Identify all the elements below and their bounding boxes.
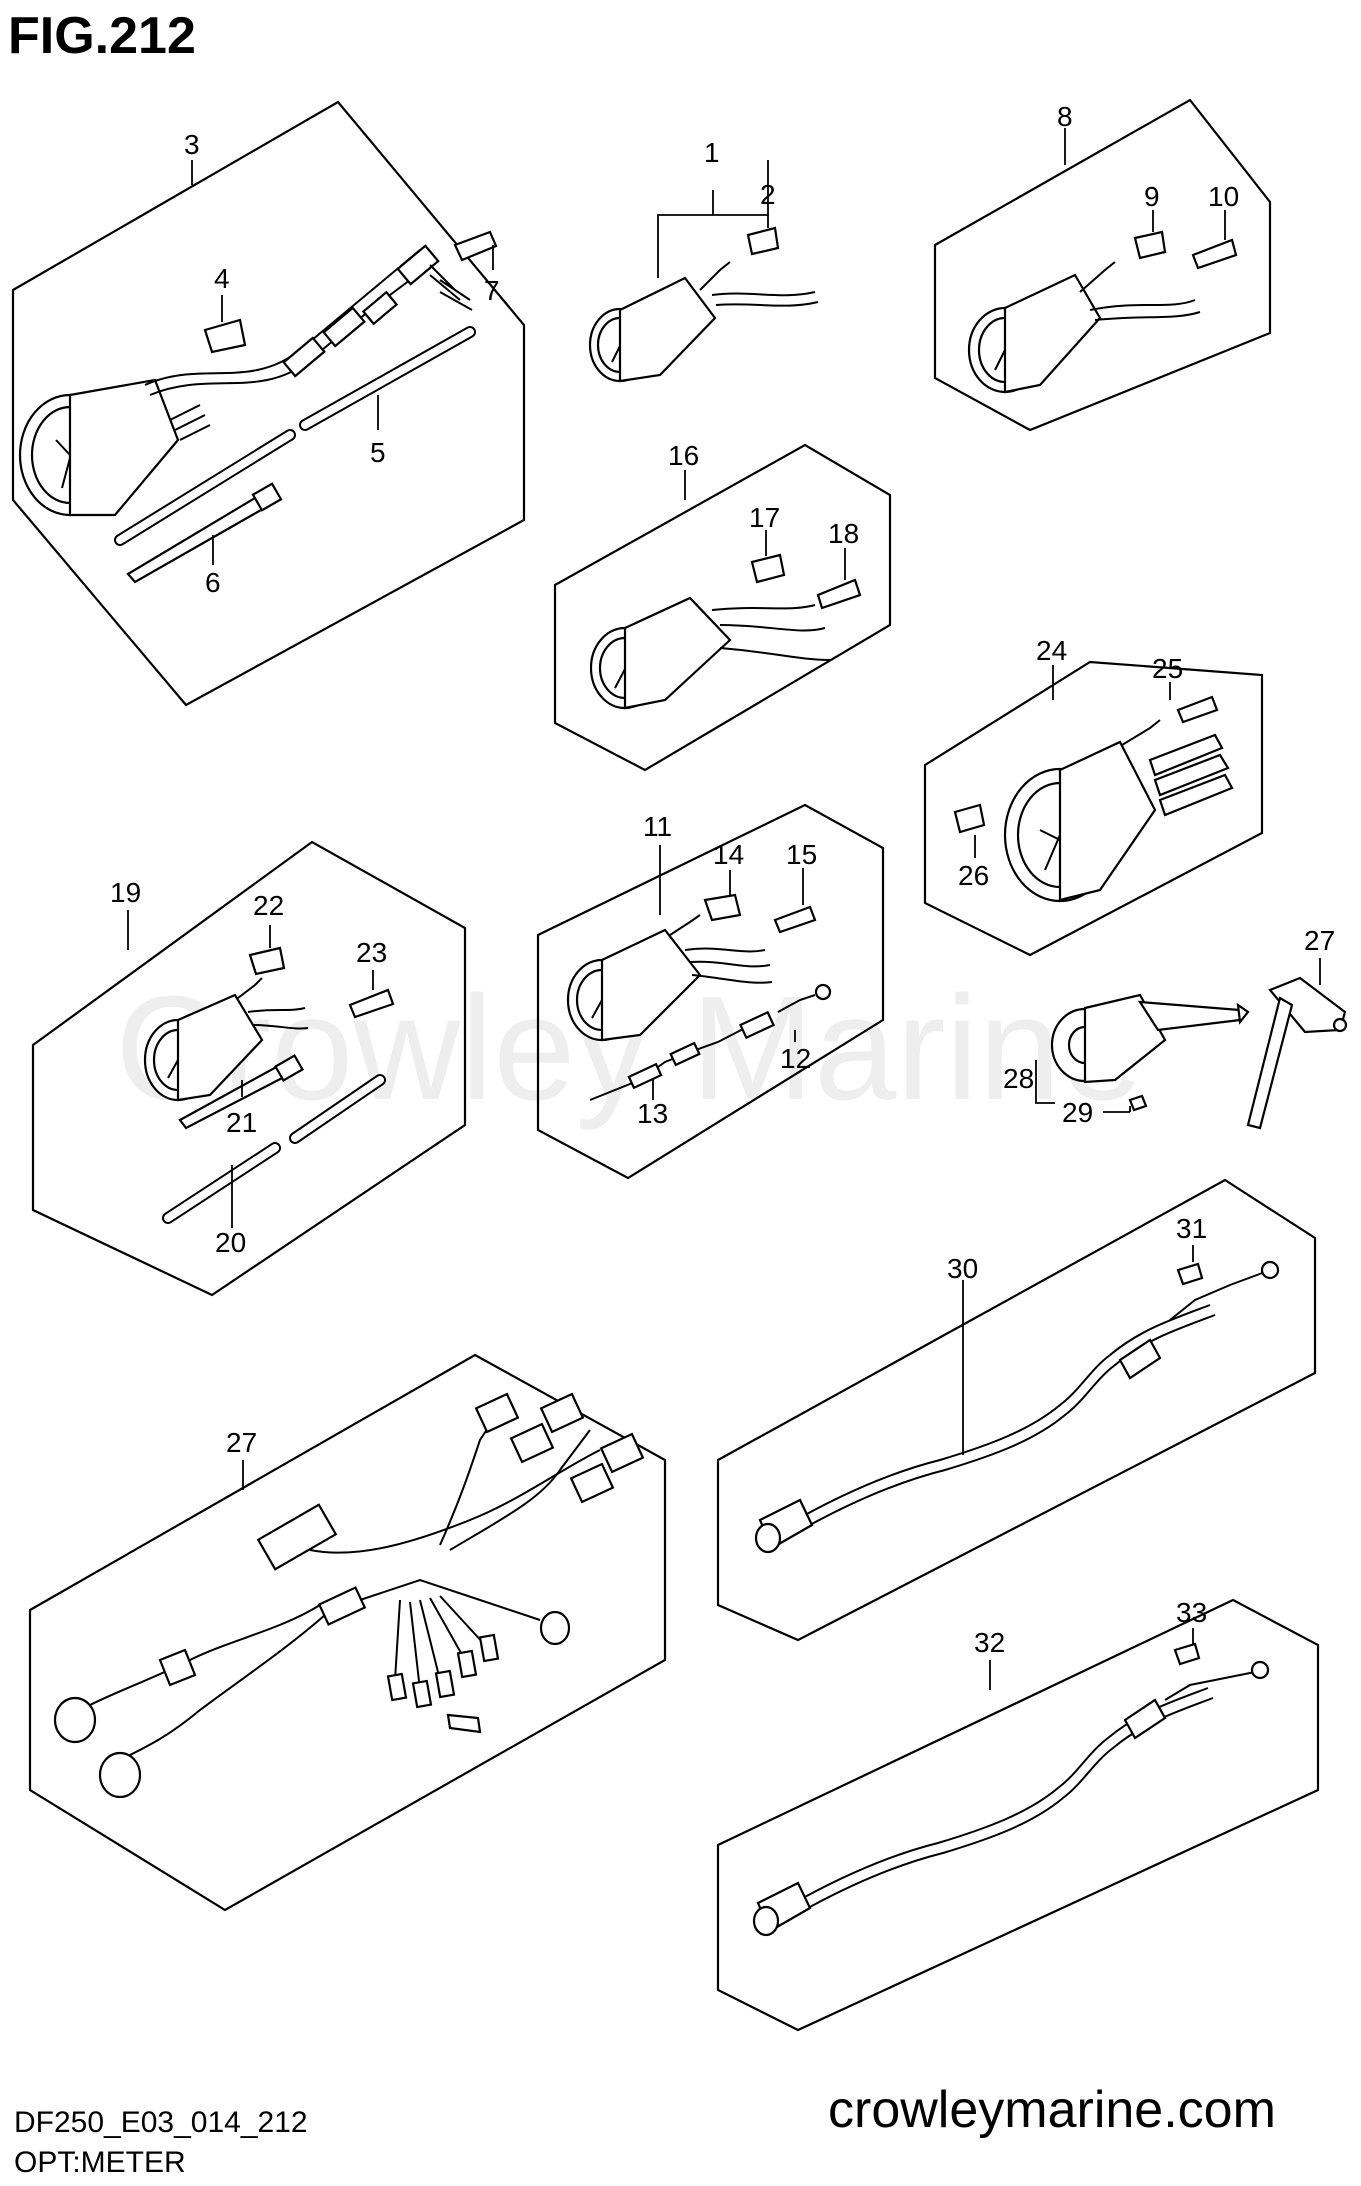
callout-9: 9: [1144, 181, 1160, 212]
callout-23: 23: [356, 937, 387, 968]
group-27-28-29: [1035, 958, 1348, 1130]
callout-1: 1: [704, 137, 720, 168]
bulb-icon: [203, 318, 247, 354]
callout-4: 4: [214, 263, 230, 294]
group-32-box: [716, 1598, 1320, 2032]
callout-8: 8: [1057, 101, 1073, 132]
callout-13: 13: [637, 1098, 668, 1129]
group-3-box: [11, 100, 526, 707]
socket-icon: [348, 988, 395, 1019]
callout-18: 18: [828, 518, 859, 549]
callout-17: 17: [749, 502, 780, 533]
callout-3: 3: [184, 129, 200, 160]
screw-icon: [1128, 1094, 1148, 1112]
callout-14: 14: [713, 839, 744, 870]
callout-22: 22: [253, 890, 284, 921]
callout-26: 26: [958, 860, 989, 891]
callout-24: 24: [1036, 635, 1067, 666]
callout-32: 32: [974, 1627, 1005, 1658]
plug-icon: [98, 1751, 142, 1799]
callout-28: 28: [1003, 1063, 1034, 1094]
figure-title: FIG.212: [8, 7, 196, 65]
callout-5: 5: [370, 437, 386, 468]
callout-27-lever: 27: [1304, 925, 1335, 956]
callout-29: 29: [1062, 1097, 1093, 1128]
section-name: OPT:METER: [14, 2146, 186, 2179]
connector-icon: [256, 1503, 338, 1571]
callout-7: 7: [484, 275, 500, 306]
fuse-icon: [1176, 1262, 1204, 1286]
group-30-box: [716, 1178, 1317, 1642]
callout-33: 33: [1176, 1597, 1207, 1628]
bulb-icon: [746, 226, 780, 256]
group-19-box: [31, 840, 467, 1297]
callout-11: 11: [643, 811, 672, 842]
group-8-box: [933, 98, 1272, 432]
group-16-box: [553, 443, 892, 772]
socket-icon: [773, 905, 817, 934]
callout-10: 10: [1208, 181, 1239, 212]
socket-icon: [453, 230, 498, 262]
group-1: [588, 160, 819, 383]
callout-19: 19: [110, 877, 141, 908]
callout-30: 30: [947, 1253, 978, 1284]
screw-icon: [446, 1713, 482, 1734]
callout-15: 15: [786, 839, 817, 870]
callout-12: 12: [780, 1043, 811, 1074]
bulb-icon: [750, 553, 786, 584]
group-24-box: [923, 660, 1264, 957]
bulb-icon: [953, 803, 986, 834]
callout-6: 6: [205, 567, 221, 598]
callout-20: 20: [215, 1227, 246, 1258]
socket-icon: [1191, 238, 1238, 270]
callout-labels: 1 2 3 4 5 6 7 8 9 10 11 12 13 14 15 16 1…: [110, 101, 1335, 1658]
website-link[interactable]: crowleymarine.com: [828, 2081, 1276, 2139]
group-27-harness-box: [28, 1353, 667, 1912]
callout-27-harness: 27: [226, 1427, 257, 1458]
fuse-icon: [1173, 1642, 1201, 1666]
bulb-icon: [248, 946, 286, 976]
socket-icon: [816, 578, 862, 610]
bulb-icon: [1133, 230, 1167, 260]
diagram-code: DF250_E03_014_212: [14, 2106, 308, 2139]
callout-16: 16: [668, 440, 699, 471]
socket-icon: [1176, 695, 1219, 724]
bulb-icon: [703, 893, 742, 922]
callout-2: 2: [760, 179, 776, 210]
callout-31: 31: [1176, 1213, 1207, 1244]
callout-21: 21: [226, 1107, 257, 1138]
cable-tie-icon: [126, 490, 277, 584]
callout-25: 25: [1152, 653, 1183, 684]
group-11-box: [536, 803, 885, 1180]
plug-icon: [53, 1696, 97, 1744]
